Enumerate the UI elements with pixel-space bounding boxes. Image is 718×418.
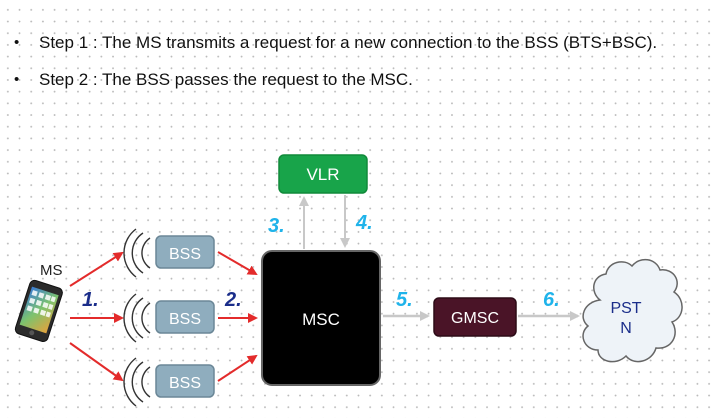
vlr-node: VLR: [278, 154, 368, 194]
step-2-text: Step 2 : The BSS passes the request to t…: [14, 69, 657, 106]
bss-label: BSS: [169, 311, 201, 328]
gmsc-label: GMSC: [451, 310, 499, 327]
bss-node-3: BSS: [155, 364, 215, 398]
antenna-signal-icon: [123, 293, 151, 343]
arrow-bss3-to-msc: [217, 354, 258, 382]
bss-node-1: BSS: [155, 235, 215, 269]
arrow-ms-to-bss-3: [69, 342, 124, 382]
bss-label: BSS: [169, 246, 201, 263]
step-list: Step 1 : The MS transmits a request for …: [14, 32, 657, 106]
step-marker-3: 3.: [268, 215, 285, 237]
bss-label: BSS: [169, 375, 201, 392]
antenna-signal-icon: [123, 357, 151, 407]
step-marker-1: 1.: [82, 289, 99, 311]
cloud-icon: [582, 258, 683, 363]
pstn-label-line2: N: [620, 320, 632, 337]
arrow-ms-to-bss-1: [69, 251, 124, 287]
vlr-label: VLR: [306, 165, 339, 184]
ms-label: MS: [40, 262, 63, 279]
bss-node-2: BSS: [155, 300, 215, 334]
step-1-text: Step 1 : The MS transmits a request for …: [14, 32, 657, 69]
step-marker-2: 2.: [224, 289, 242, 311]
gmsc-node: GMSC: [433, 297, 517, 337]
arrow-bss1-to-msc: [217, 251, 258, 276]
pstn-label-line1: PST: [610, 300, 641, 317]
smartphone-icon: [14, 279, 63, 343]
msc-node: MSC: [261, 250, 381, 386]
step-marker-5: 5.: [396, 289, 413, 311]
step-marker-6: 6.: [543, 289, 560, 311]
msc-label: MSC: [302, 310, 340, 329]
antenna-signal-icon: [123, 228, 151, 278]
step-marker-4: 4.: [355, 212, 373, 234]
